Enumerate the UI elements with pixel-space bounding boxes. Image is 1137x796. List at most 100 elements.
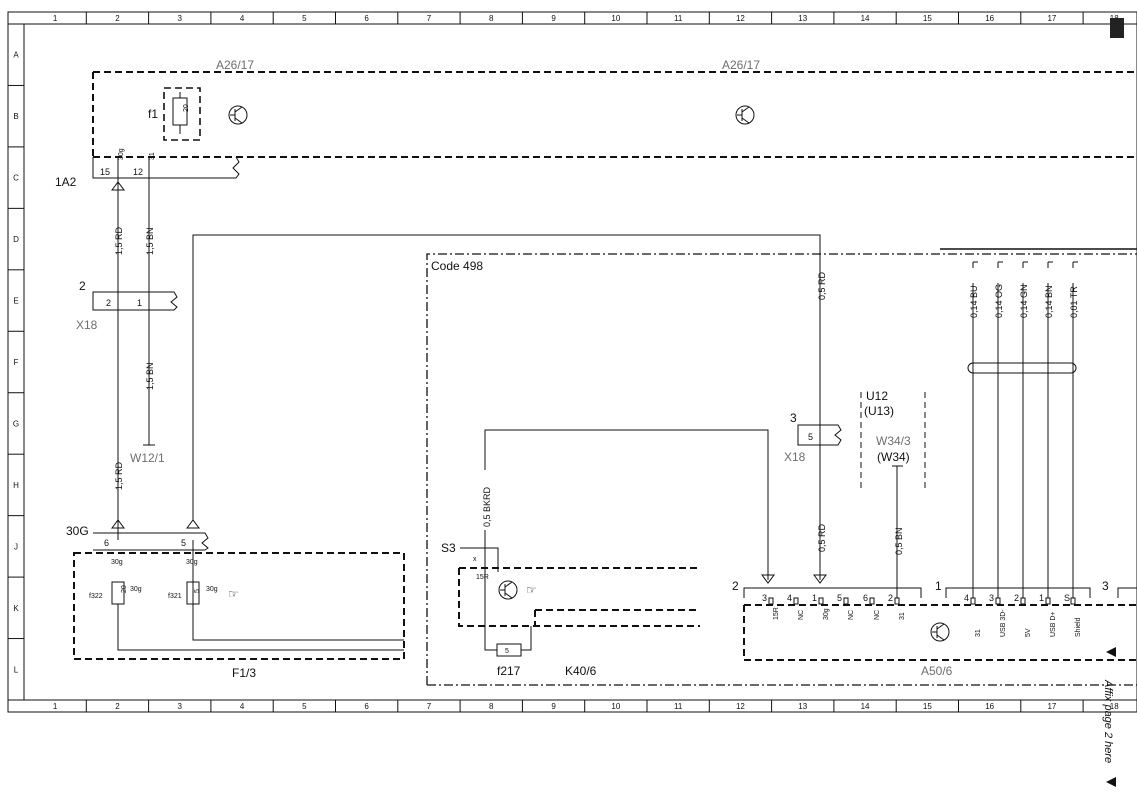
electronic-module-icon [498,580,518,600]
wire-label-15rd-bottom: 1,5 RD [114,461,124,490]
f321-pin-top: 30g [186,559,198,566]
pin-terminal [768,597,774,605]
pin-terminal [843,597,849,605]
grid-column-label-top: 15 [923,14,932,23]
grid-column-label-bottom: 17 [1047,702,1056,711]
bus-pin-function: 5V [1025,628,1032,637]
bus-pin-number: 3 [989,593,994,603]
grid-column-label-top: 14 [861,14,870,23]
s3-pin-x: x [473,556,477,563]
connector-arrow-icon [111,181,125,191]
w34-3-label: W34/3 [876,434,911,448]
grid-column-label-bottom: 15 [923,702,932,711]
f217-fuse-symbol [496,643,522,657]
s3-label: S3 [441,541,456,555]
x18-mid-pin: 5 [808,432,813,442]
s3-switch-outline [460,547,499,572]
page-marker-icon [1110,18,1124,38]
grid-row-label: B [13,112,18,121]
twisted-pair-shield [967,362,1077,374]
a50-pin-number: 4 [787,593,792,603]
a50-pin-function: NC [848,610,855,620]
f321-value: 5 [194,589,201,593]
grid-column-label-top: 2 [115,14,120,23]
1a2-connector-outline [92,156,240,179]
bus-pin-number: S [1064,593,1070,603]
30g-pin-5: 5 [181,538,186,548]
a50-pin-number: 1 [812,593,817,603]
pin-terminal [1045,597,1051,605]
grid-column-label-bottom: 3 [178,702,183,711]
u13-label: (U13) [864,404,894,418]
wire-05bkrd-loop [484,429,769,580]
grid-column-label-top: 4 [240,14,245,23]
a50-pin-function: 30g [823,608,830,620]
a50-connector-3-label: 3 [1102,579,1109,593]
pin-terminal [970,597,976,605]
f322-pin-side: 30g [130,586,142,593]
grid-column-label-bottom: 4 [240,702,245,711]
grid-column-label-bottom: 9 [551,702,556,711]
electronic-module-icon [735,105,755,125]
grid-column-label-top: 13 [798,14,807,23]
grid-column-label-top: 12 [736,14,745,23]
wire-label-05bkrd: 0,5 BKRD [482,486,492,527]
a50-pin-function: NC [874,610,881,620]
pointer-hand-icon: ☞ [526,583,537,597]
grid-column-label-bottom: 14 [861,702,870,711]
wire-label-15bn-mid: 1,5 BN [145,362,155,390]
pin-15: 15 [100,167,110,177]
30g-pin-6: 6 [104,538,109,548]
f322-pin-top: 30g [111,559,123,566]
diagram-frame [7,11,1137,713]
wire-label-15rd-top: 1,5 RD [114,226,124,255]
a50-pin-number: 3 [762,593,767,603]
x18-num: 2 [79,279,86,293]
f1-value: 20 [183,104,190,112]
code-498-label: Code 498 [431,259,483,273]
bus-wire-label: 0,14 GN [1019,284,1029,318]
pin-terminal [1070,597,1076,605]
a50-pin-number: 6 [863,593,868,603]
grid-column-label-bottom: 16 [985,702,994,711]
x18-pin-1: 1 [137,298,142,308]
k40-6-housing [458,567,700,627]
grid-column-label-bottom: 13 [798,702,807,711]
grid-row-label: E [13,297,18,306]
bus-pin-function: USB D+ [1050,612,1057,637]
bus-pin-number: 1 [1039,593,1044,603]
bus-pin-number: 2 [1014,593,1019,603]
u12-group-marker [860,392,926,488]
pin-terminal [995,597,1001,605]
grid-column-label-top: 6 [364,14,369,23]
grid-column-label-bottom: 10 [611,702,620,711]
grid-column-label-bottom: 7 [427,702,432,711]
a50-pin-number: 5 [837,593,842,603]
a50-pin-function: 15R [773,607,780,620]
grid-column-label-top: 11 [674,14,683,23]
pin-30g-top: 30g [118,148,125,160]
pointer-hand-icon: ☞ [228,587,239,601]
1a2-label: 1A2 [55,175,77,189]
wire-label-05rd-top: 0,5 RD [817,271,827,300]
f1-3-label: F1/3 [232,666,256,680]
grid-column-label-top: 7 [427,14,432,23]
k40-6-label: K40/6 [565,664,597,678]
a50-6-label: A50/6 [921,664,953,678]
pin-terminal [1020,597,1026,605]
grid-row-label: C [13,174,19,183]
30g-connector-outline [93,532,209,551]
pin-terminal [793,597,799,605]
arrow-icon [1106,647,1116,657]
connector-arrow-icon [761,574,827,584]
grid-column-label-bottom: 8 [489,702,494,711]
x18-mid-num: 3 [790,411,797,425]
pin-12: 12 [133,167,143,177]
a50-6-connector-2 [743,587,922,598]
f321-pin-side: 30g [206,586,218,593]
pin-terminal [869,597,875,605]
